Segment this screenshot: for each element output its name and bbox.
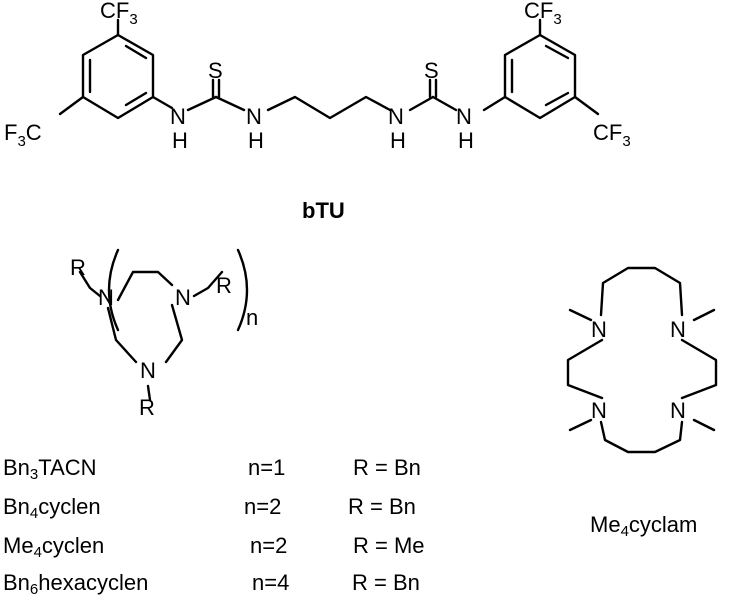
macrocycle-bonds (78, 270, 224, 402)
btu-s-2: S (424, 58, 439, 83)
compound-row-4-name: Bn6hexacyclen (3, 570, 149, 598)
btu-s-1: S (208, 58, 223, 83)
compound-row-4-r: R = Bn (352, 570, 420, 595)
aza-macrocycle-structure: N N N R R R n (70, 248, 258, 420)
btu-cf3-top-left: CF3 (100, 0, 138, 28)
btu-nh-2-h: H (248, 128, 264, 153)
btu-right-thiourea (408, 78, 507, 112)
me4cyclam-n-4: N (670, 398, 686, 423)
repeat-bracket-left (107, 248, 120, 332)
compound-row-1-n: n=1 (248, 455, 286, 480)
btu-structure: CF3 F3C N H S N H N H S N H CF3 CF3 bTU (4, 0, 631, 223)
btu-f3c-left: F3C (4, 120, 42, 150)
compound-row-2-name: Bn4cyclen (3, 494, 101, 522)
me4cyclam-n-3: N (591, 398, 607, 423)
btu-left-thiourea (186, 78, 246, 112)
btu-cf3-top-right: CF3 (524, 0, 562, 28)
me4cyclam-structure: N N N N (566, 266, 718, 454)
btu-nh-1-h: H (172, 128, 188, 153)
compound-row-2-n: n=2 (244, 494, 282, 519)
btu-nh-3-n: N (388, 104, 404, 129)
btu-nh-2-n: N (246, 104, 262, 129)
macrocycle-n-bottom: N (140, 358, 156, 383)
macrocycle-n-left: N (98, 285, 114, 310)
btu-cf3-right: CF3 (593, 120, 631, 150)
btu-nh-4-n: N (456, 104, 472, 129)
me4cyclam-bonds (566, 266, 718, 454)
macrocycle-n-right: N (175, 285, 191, 310)
compound-row-4-n: n=4 (252, 570, 290, 595)
repeat-bracket-right (236, 248, 249, 332)
btu-nh-1-n: N (170, 104, 186, 129)
btu-left-aryl-ring (58, 18, 174, 120)
compound-row-1-r: R = Bn (353, 455, 421, 480)
btu-right-aryl-ring (503, 18, 600, 120)
btu-compound-name: bTU (302, 198, 345, 223)
macrocycle-repeat-index: n (246, 305, 258, 330)
compound-row-3-n: n=2 (250, 533, 288, 558)
macrocycle-r-bottom: R (139, 395, 155, 420)
compound-row-2-r: R = Bn (348, 494, 416, 519)
compound-row-3-name: Me4cyclen (3, 533, 105, 561)
btu-nh-3-h: H (390, 128, 406, 153)
me4cyclam-n-2: N (670, 317, 686, 342)
macrocycle-r-right: R (216, 273, 232, 298)
btu-propyl-linker (266, 95, 392, 120)
macrocycle-r-left: R (70, 255, 86, 280)
btu-nh-4-h: H (458, 128, 474, 153)
me4cyclam-n-1: N (591, 317, 607, 342)
compound-row-1-name: Bn3TACN (3, 455, 97, 483)
compound-row-3-r: R = Me (353, 533, 425, 558)
me4cyclam-compound-name: Me4cyclam (590, 512, 698, 540)
